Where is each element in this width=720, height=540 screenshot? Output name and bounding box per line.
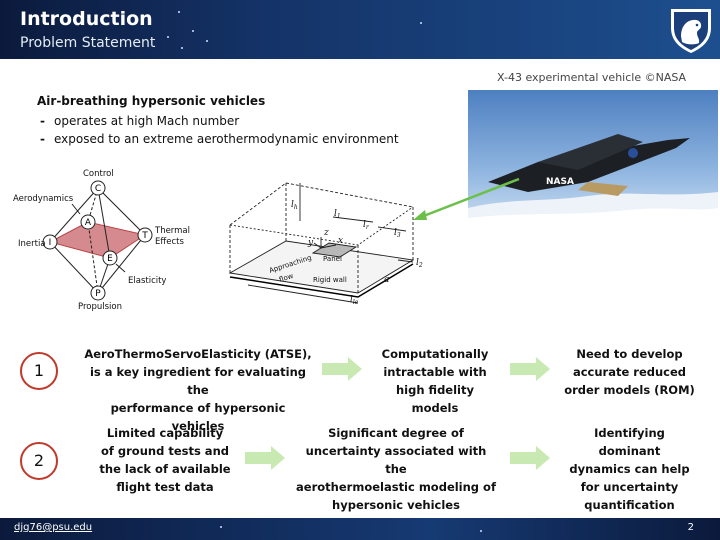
svg-text:lr: lr — [363, 220, 370, 231]
dim-l3: l — [394, 228, 397, 238]
axis-x: x — [338, 236, 343, 246]
label-panel: Panel — [323, 255, 342, 263]
dim-l3-sub: 3 — [397, 232, 401, 239]
right-arrow-icon — [245, 446, 285, 470]
text-line: intractable with — [383, 365, 487, 379]
right-arrow-icon — [510, 446, 550, 470]
star-decoration — [178, 11, 180, 13]
axis-z: z — [323, 228, 329, 238]
row-1-col-1: AeroThermoServoElasticity (ATSE), is a k… — [84, 345, 312, 435]
text-line: flight test data — [116, 480, 214, 494]
bullet-item: -operates at high Mach number — [40, 114, 240, 128]
dim-a: a — [384, 275, 389, 285]
dim-lh-sub: h — [294, 204, 298, 211]
text-line: Identifying dominant — [594, 426, 665, 458]
text-line: performance of hypersonic vehicles — [110, 401, 286, 433]
university-shield-logo — [671, 9, 711, 53]
slide-header: Introduction Problem Statement — [0, 0, 720, 59]
x43-vehicle-photo: NASA — [468, 90, 718, 236]
email-link[interactable]: djg76@psu.edu — [14, 522, 93, 533]
right-arrow-icon — [322, 357, 362, 381]
dim-lh: l — [291, 200, 294, 210]
bullet-text: exposed to an extreme aerothermodynamic … — [54, 132, 399, 146]
text-line: Limited capability — [106, 426, 224, 440]
node-e: E — [107, 254, 113, 264]
text-line: hypersonic vehicles — [332, 498, 460, 512]
dim-l1-sub: 1 — [337, 213, 341, 220]
dim-lr: l — [363, 220, 366, 230]
dim-lle-sub: le — [353, 299, 359, 306]
node-t: T — [141, 231, 148, 241]
slide-subtitle: Problem Statement — [20, 35, 156, 51]
nasa-label: NASA — [546, 177, 574, 187]
svg-text:l1: l1 — [334, 209, 341, 220]
slide-title: Introduction — [20, 8, 153, 30]
dim-lle: l — [350, 295, 353, 305]
dim-l2: l — [416, 258, 419, 268]
label-control: Control — [83, 169, 114, 179]
axis-y: y — [307, 238, 314, 248]
bullet-text: operates at high Mach number — [54, 114, 240, 128]
star-decoration — [181, 47, 183, 49]
label-inertia: Inertia — [18, 239, 46, 249]
text-line: order models (ROM) — [564, 383, 695, 397]
text-line: aerothermoelastic modeling of — [296, 480, 496, 494]
label-propulsion: Propulsion — [78, 302, 122, 312]
dim-lr-sub: r — [366, 224, 370, 231]
text-line: for uncertainty — [580, 480, 679, 494]
svg-text:l2: l2 — [416, 258, 423, 269]
row-2-col-2: Significant degree of uncertainty associ… — [296, 424, 496, 514]
row-1-col-2: Computationally intractable with high fi… — [372, 345, 498, 417]
text-line: is a key ingredient for evaluating the — [89, 365, 307, 397]
star-decoration — [206, 40, 208, 42]
text-line: quantification — [584, 498, 675, 512]
star-decoration — [192, 30, 194, 32]
row-2-number: 2 — [20, 442, 58, 480]
slide-footer: djg76@psu.edu 2 — [0, 518, 720, 540]
node-a: A — [85, 218, 92, 228]
image-caption: X-43 experimental vehicle ©NASA — [497, 71, 687, 84]
text-line: Need to develop — [576, 347, 683, 361]
svg-text:lle: lle — [350, 295, 359, 306]
page-number: 2 — [687, 522, 694, 533]
star-decoration — [167, 36, 169, 38]
text-line: the lack of available — [99, 462, 231, 476]
node-c: C — [95, 184, 101, 194]
dim-l1: l — [334, 209, 337, 219]
label-rigid-wall: Rigid wall — [313, 276, 347, 284]
row-1-col-3: Need to develop accurate reduced order m… — [562, 345, 697, 399]
text-line: AeroThermoServoElasticity (ATSE), — [84, 347, 312, 361]
label-effects: Effects — [155, 237, 184, 247]
star-decoration — [420, 22, 422, 24]
label-thermal: Thermal — [154, 226, 190, 236]
right-arrow-icon — [510, 357, 550, 381]
row-2-col-1: Limited capability of ground tests and t… — [90, 424, 240, 496]
bullets-heading: Air-breathing hypersonic vehicles — [37, 94, 266, 108]
text-line: Computationally — [381, 347, 489, 361]
dim-l2-sub: 2 — [418, 262, 423, 269]
node-p: P — [95, 289, 101, 299]
text-line: dynamics can help — [569, 462, 690, 476]
star-decoration — [480, 530, 482, 532]
text-line: Significant degree of — [328, 426, 464, 440]
row-1-number: 1 — [20, 352, 58, 390]
panel-wall-diagram: lh l1 lr l3 l2 a lle z y x Panel Approac… — [228, 182, 423, 306]
pointer-arrow — [413, 177, 520, 220]
svg-text:l3: l3 — [394, 228, 401, 239]
text-line: high fidelity models — [396, 383, 474, 415]
bullet-item: -exposed to an extreme aerothermodynamic… — [40, 132, 399, 146]
text-line: uncertainty associated with the — [305, 444, 487, 476]
text-line: accurate reduced — [572, 365, 687, 379]
row-2-col-3: Identifying dominant dynamics can help f… — [562, 424, 697, 514]
label-elasticity: Elasticity — [128, 276, 166, 286]
atse-octahedron-diagram: C A I T E P Control Aerodynamics Inertia… — [13, 169, 190, 312]
label-aerodynamics: Aerodynamics — [13, 194, 74, 204]
text-line: of ground tests and — [101, 444, 229, 458]
star-decoration — [220, 526, 222, 528]
node-i: I — [49, 238, 52, 248]
svg-text:lh: lh — [291, 200, 298, 211]
